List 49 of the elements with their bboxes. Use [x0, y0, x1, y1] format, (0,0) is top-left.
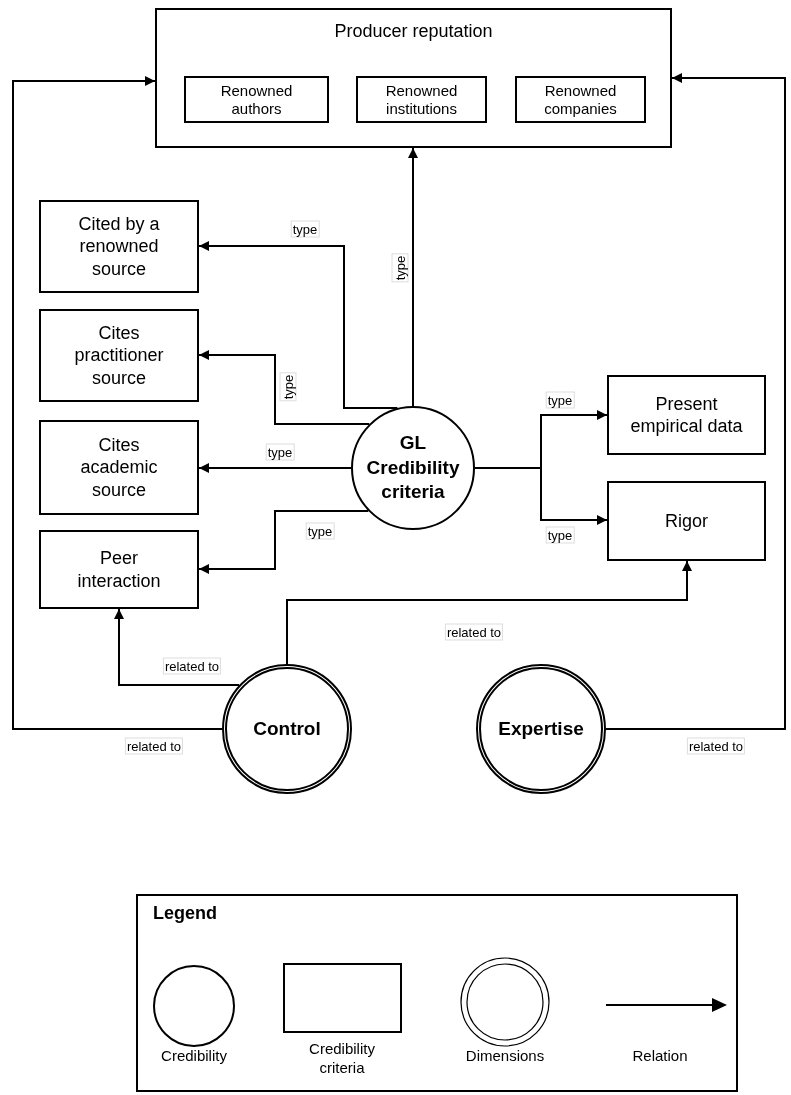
box-heading: Producer reputation	[333, 20, 494, 43]
edge-label: type	[545, 391, 575, 409]
criteria-box	[39, 309, 199, 402]
node-label: Rigor	[665, 509, 708, 533]
edge-label: type	[545, 526, 575, 544]
node-label: Cited by a renowned source	[77, 212, 161, 281]
criteria-box	[515, 76, 646, 123]
criteria-box	[184, 76, 329, 123]
node-label: Control	[253, 716, 321, 741]
legend-label: Credibility criteria	[308, 1040, 376, 1078]
arrow	[198, 241, 399, 409]
edge-label: related to	[686, 737, 746, 755]
legend-title: Legend	[153, 903, 217, 924]
node-label: Renowned institutions	[384, 81, 459, 118]
arrow	[408, 147, 418, 407]
edge-label: type	[279, 372, 297, 402]
edge-label: related to	[162, 657, 222, 675]
criteria-box	[39, 420, 199, 515]
legend-label: Credibility	[161, 1047, 227, 1066]
criteria-box	[39, 530, 199, 609]
edge-label: type	[290, 220, 320, 238]
edge-label: related to	[124, 737, 184, 755]
arrow	[198, 510, 370, 574]
arrow	[474, 467, 608, 525]
edge-label: related to	[444, 623, 504, 641]
criteria-box	[607, 375, 766, 455]
node-label: Peer interaction	[76, 547, 162, 592]
arrow	[605, 73, 786, 730]
arrow	[198, 463, 352, 473]
legend-label: Relation	[632, 1047, 688, 1066]
node-label: Expertise	[498, 716, 584, 741]
criteria-box	[356, 76, 487, 123]
node-label: Renowned companies	[543, 81, 618, 118]
criteria-box	[39, 200, 199, 293]
node-label: Cites academic source	[79, 433, 159, 502]
group-box	[155, 8, 672, 148]
arrow	[198, 350, 371, 425]
legend-label: Dimensions	[465, 1047, 545, 1066]
node-label: Present empirical data	[629, 392, 744, 438]
edge-label: type	[265, 443, 295, 461]
node-label: Renowned authors	[219, 81, 294, 118]
criteria-box	[607, 481, 766, 561]
arrow	[12, 76, 223, 730]
edge-label: type	[305, 522, 335, 540]
arrow	[286, 560, 692, 665]
edge-label: type	[391, 253, 409, 283]
arrow	[114, 608, 241, 686]
node-label: GL Credibility criteria	[365, 430, 461, 505]
node-label: Cites practitioner source	[73, 321, 165, 390]
